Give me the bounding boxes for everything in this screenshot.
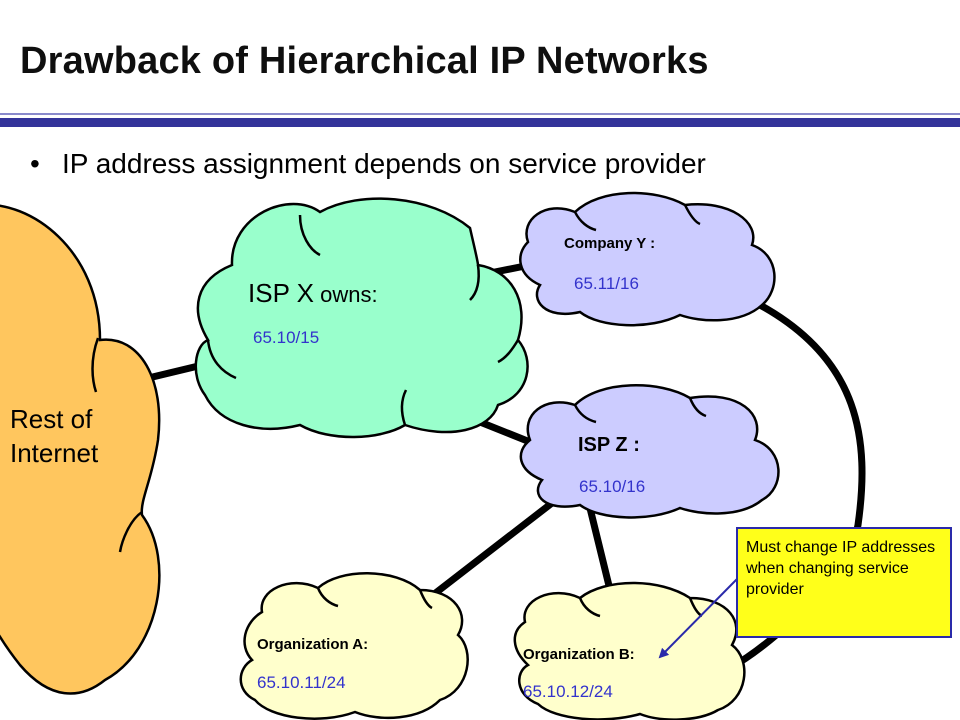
isp-x-prefix: 65.10/15 [253,328,319,347]
org-a-label: Organization A: [257,636,368,653]
bullet-text: IP address assignment depends on service… [62,148,706,179]
isp-z-label: ISP Z : [578,434,640,456]
isp-x-label: ISP X [248,278,314,308]
isp-x-owns-label: owns: [314,282,378,307]
svg-text:ISP X owns:: ISP X owns: [248,278,378,308]
link-ispz-orga [416,499,556,609]
slide-title: Drawback of Hierarchical IP Networks [20,40,709,82]
title-rule [0,118,960,127]
bullet-marker: • [30,148,40,179]
internet-label-line2: Internet [10,438,99,468]
org-b-label: Organization B: [523,646,635,663]
company-y-cloud [519,191,776,327]
company-y-prefix: 65.11/16 [574,274,639,293]
org-b-prefix: 65.10.12/24 [523,682,613,701]
bullet-item: • IP address assignment depends on servic… [30,148,706,180]
isp-x-cloud [194,197,529,439]
callout-arrow [658,577,739,659]
org-a-prefix: 65.10.11/24 [257,673,346,692]
internet-cloud [0,204,161,695]
isp-z-prefix: 65.10/16 [579,477,645,496]
title-rule-thin [0,113,960,115]
callout-note: Must change IP addresses when changing s… [736,527,952,638]
org-a-cloud [239,572,469,720]
isp-z-cloud [519,384,780,519]
company-y-label: Company Y : [564,235,655,252]
org-b-cloud [513,581,746,720]
internet-label-line1: Rest of [10,404,93,434]
link-ispz-orgb [584,496,616,602]
